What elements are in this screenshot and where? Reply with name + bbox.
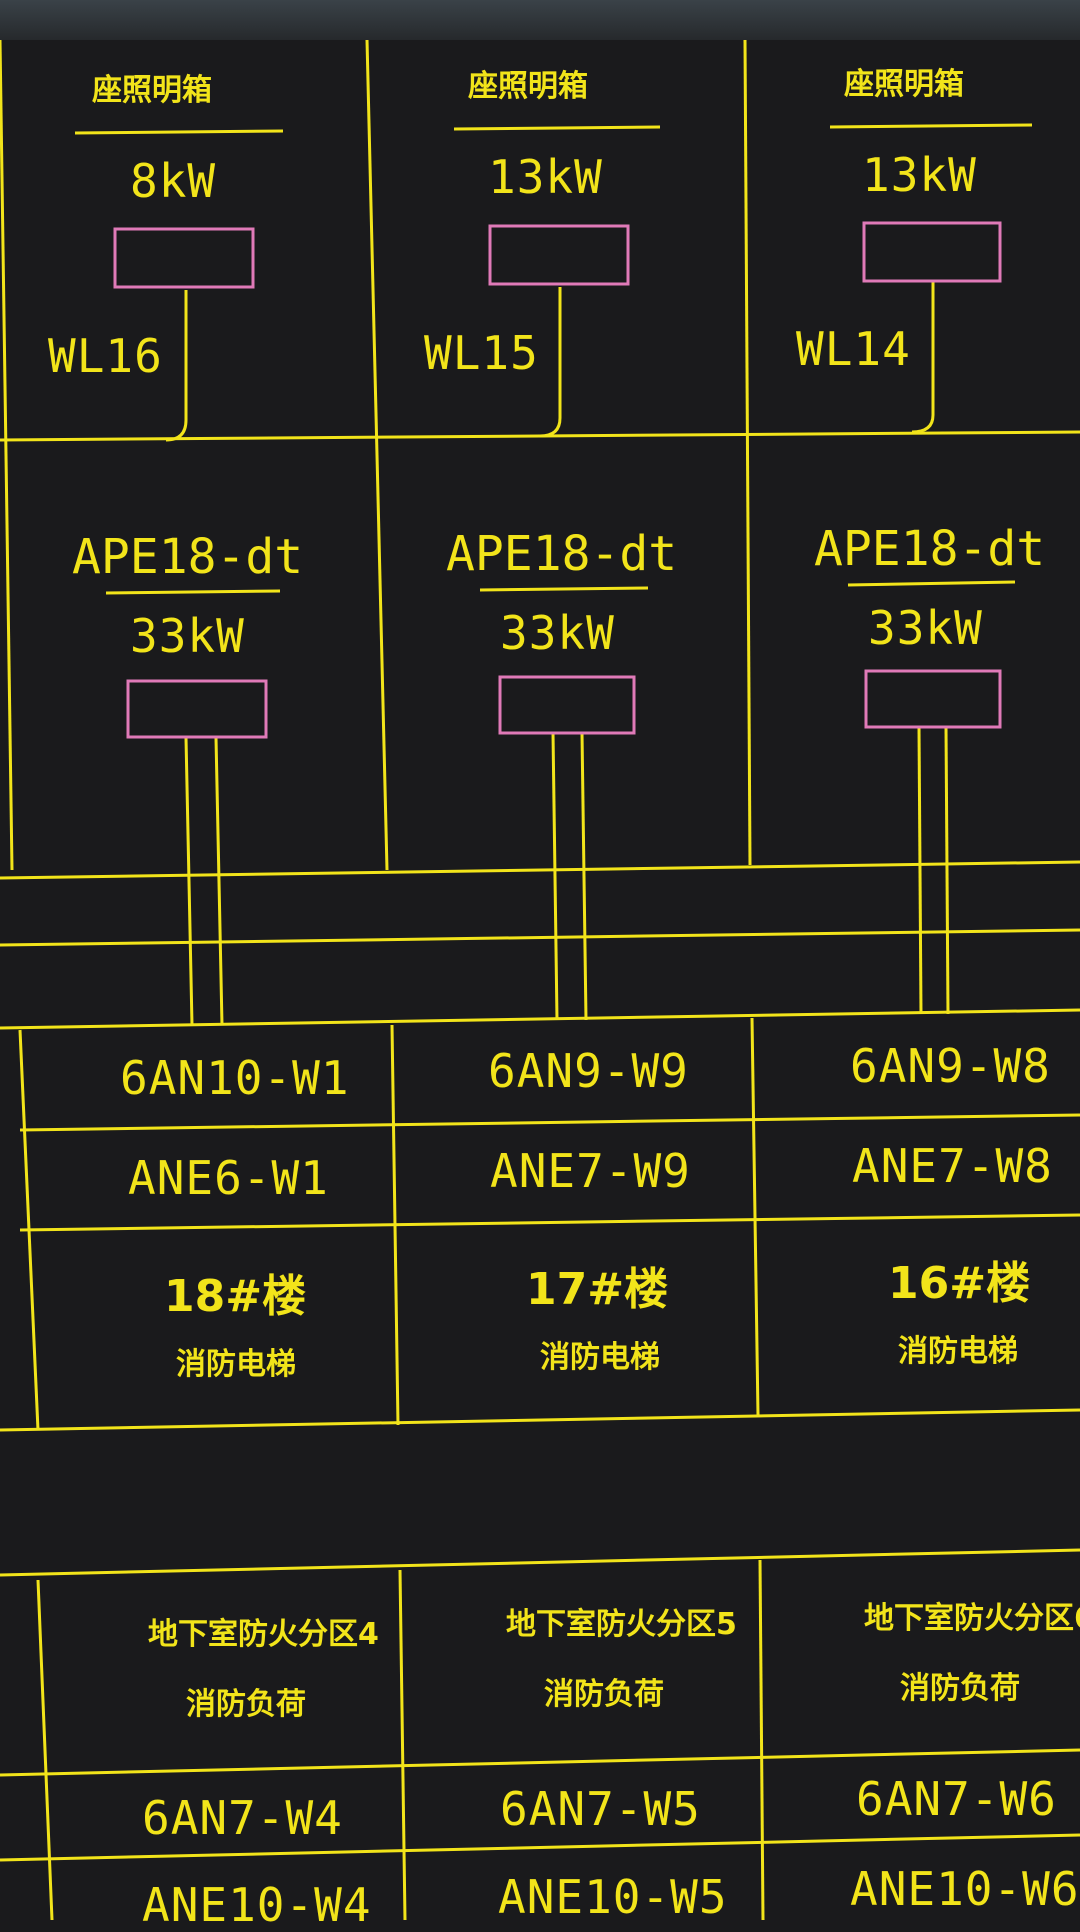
zone-title: 地下室防火分区6: [864, 1601, 1080, 1636]
grid-line: [0, 928, 1080, 947]
grid-line: [398, 1569, 407, 1920]
grid-line: [18, 1029, 40, 1431]
row-code-1: 6AN10-W1: [120, 1051, 350, 1105]
grid-line: [0, 39, 14, 871]
top-box-power: 8kW: [130, 154, 217, 208]
grid-line: [0, 860, 1080, 880]
feeder-wire: [917, 726, 923, 1015]
panel-name: APE18-dt: [72, 529, 304, 585]
circuit-label: WL16: [48, 329, 163, 383]
grid-line: [390, 1024, 400, 1426]
wire-wl15: [539, 287, 562, 438]
grid-line: [19, 1113, 1080, 1132]
title-underline: [479, 586, 649, 592]
zone-code-1: 6AN7-W4: [142, 1791, 343, 1845]
feeder-wire: [551, 732, 559, 1021]
load-box-symbol: [862, 221, 1002, 283]
grid-line: [0, 1748, 1080, 1777]
zone-title: 地下室防火分区4: [148, 1617, 379, 1652]
zone-load: 消防负荷: [900, 1671, 1020, 1706]
grid-line: [750, 1017, 760, 1416]
grid-line: [19, 1213, 1080, 1232]
panel-power: 33kW: [500, 606, 615, 660]
zone-code-2: ANE10-W5: [498, 1870, 728, 1924]
zone-code-2: ANE10-W6: [850, 1862, 1080, 1916]
wire-wl16: [165, 290, 188, 442]
row-code-2: ANE7-W8: [852, 1139, 1053, 1193]
row-code-1: 6AN9-W8: [850, 1039, 1051, 1093]
top-box-power: 13kW: [862, 148, 977, 202]
panel-power: 33kW: [130, 609, 245, 663]
building-load: 消防电梯: [898, 1334, 1018, 1369]
circuit-label: WL15: [424, 326, 539, 380]
feeder-wire: [214, 737, 224, 1026]
feeder-wire: [944, 726, 950, 1015]
building-load: 消防电梯: [176, 1347, 296, 1382]
zone-title: 地下室防火分区5: [506, 1607, 737, 1642]
title-underline: [453, 125, 661, 131]
panel-box-symbol: [864, 669, 1002, 729]
circuit-label: WL14: [796, 322, 911, 376]
grid-line: [0, 1008, 1080, 1030]
panel-name: APE18-dt: [814, 521, 1046, 577]
row-code-1: 6AN9-W9: [488, 1044, 689, 1098]
building-label: 17#楼: [526, 1264, 669, 1315]
panel-name: APE18-dt: [446, 526, 678, 582]
title-underline: [74, 129, 284, 135]
panel-box-symbol: [498, 675, 636, 735]
panel-power: 33kW: [868, 601, 983, 655]
top-box-power: 13kW: [488, 150, 603, 204]
title-underline: [105, 589, 281, 595]
zone-code-1: 6AN7-W5: [500, 1782, 701, 1836]
top-box-title: 座照明箱: [92, 73, 212, 108]
building-load: 消防电梯: [540, 1340, 660, 1375]
grid-line: [0, 1833, 1080, 1862]
row-code-2: ANE6-W1: [128, 1151, 329, 1205]
grid-line: [36, 1579, 54, 1920]
grid-line: [0, 1548, 1080, 1577]
zone-code-2: ANE10-W4: [142, 1878, 372, 1932]
top-box-title: 座照明箱: [844, 67, 964, 102]
zone-load: 消防负荷: [544, 1677, 664, 1712]
building-label: 16#楼: [888, 1258, 1031, 1309]
grid-line: [365, 39, 389, 871]
grid-line: [743, 39, 752, 866]
feeder-wire: [184, 737, 194, 1026]
title-underline: [829, 123, 1033, 129]
monitor-bezel: [0, 0, 1080, 40]
feeder-wire: [580, 732, 588, 1021]
row-code-2: ANE7-W9: [490, 1144, 691, 1198]
building-label: 18#楼: [164, 1271, 307, 1322]
top-box-title: 座照明箱: [468, 69, 588, 104]
load-box-symbol: [113, 227, 255, 289]
title-underline: [847, 580, 1016, 587]
load-box-symbol: [488, 224, 630, 286]
panel-box-symbol: [126, 679, 268, 739]
wire-wl14: [911, 282, 935, 434]
zone-load: 消防负荷: [186, 1687, 306, 1722]
zone-code-1: 6AN7-W6: [856, 1772, 1057, 1826]
grid-line: [758, 1559, 765, 1920]
grid-line: [0, 1408, 1080, 1432]
